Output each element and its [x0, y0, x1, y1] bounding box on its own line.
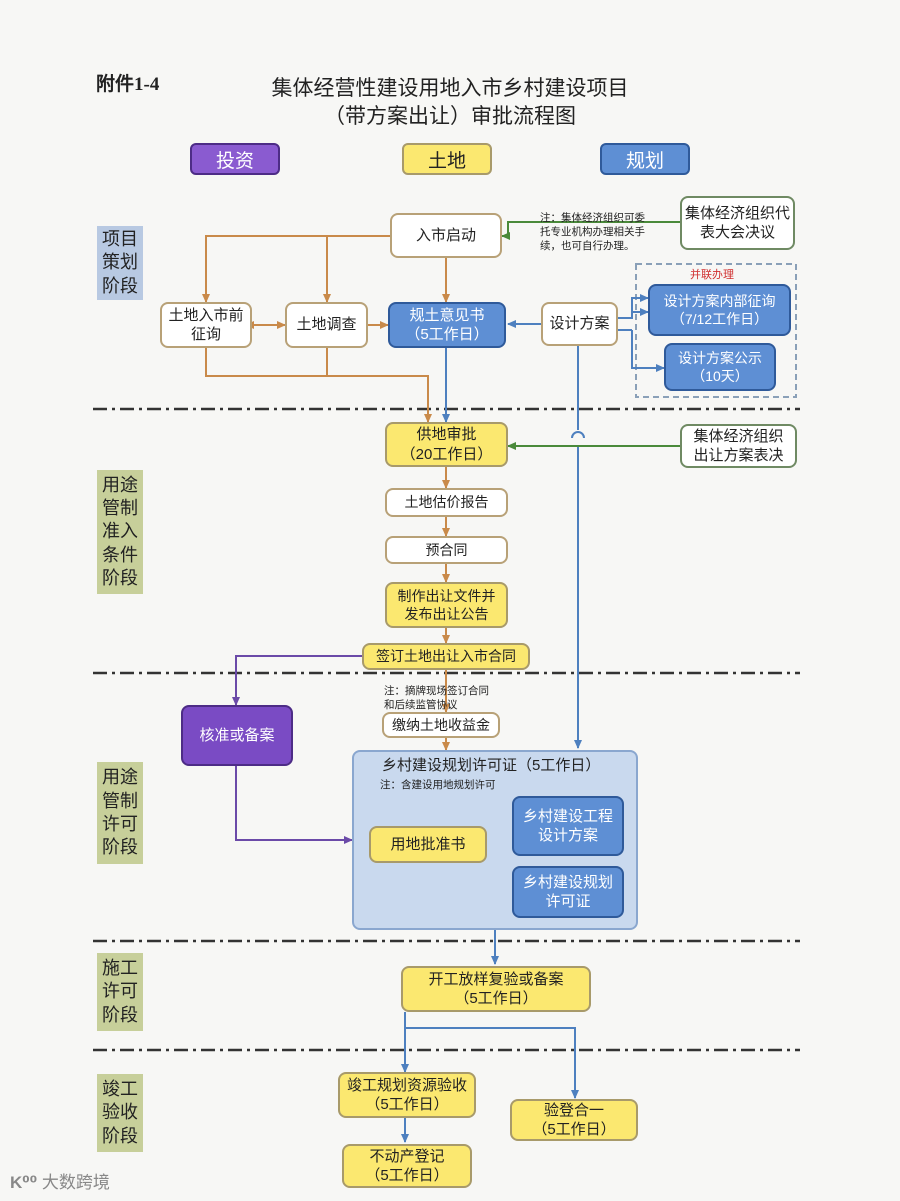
box-approval-or-filing: 核准或备案: [181, 705, 293, 766]
group-title: 乡村建设规划许可证（5工作日）: [382, 757, 601, 774]
box-rural-engineering-design: 乡村建设工程 设计方案: [512, 796, 624, 856]
note-includes-land-use-permit: 注：含建设用地规划许可: [380, 779, 496, 791]
note-contract-site: 注：摘牌现场签订合同 和后续监管协议: [384, 685, 489, 712]
box-sign-contract: 签订土地出让入市合同: [362, 643, 530, 670]
box-collective-rep-resolution: 集体经济组织代 表大会决议: [680, 196, 795, 250]
box-design-internal-consult: 设计方案内部征询 （7/12工作日）: [648, 284, 791, 336]
page-title-line2: （带方案出让）审批流程图: [324, 105, 576, 128]
header-planning: 规划: [600, 143, 690, 175]
page-title-line1: 集体经营性建设用地入市乡村建设项目: [271, 77, 629, 100]
stage-completion: 竣工 验收 阶段: [97, 1074, 143, 1152]
box-design-scheme: 设计方案: [541, 302, 618, 346]
box-design-public-notice: 设计方案公示 （10天）: [664, 343, 776, 391]
stage-permit: 用途 管制 许可 阶段: [97, 762, 143, 864]
box-planning-opinion: 规土意见书 （5工作日）: [388, 302, 506, 348]
box-transfer-docs: 制作出让文件并 发布出让公告: [385, 582, 508, 628]
parallel-group-frame: [635, 263, 797, 398]
header-land: 土地: [402, 143, 492, 175]
stage-construction-permit: 施工 许可 阶段: [97, 953, 143, 1031]
box-construction-start: 开工放样复验或备案 （5工作日）: [401, 966, 591, 1012]
watermark-left: K⁰⁰ 大数跨境: [10, 1172, 110, 1195]
box-rural-planning-permit: 乡村建设规划 许可证: [512, 866, 624, 918]
stage-project-planning: 项目 策划 阶段: [97, 226, 143, 300]
watermark-logo: K⁰⁰: [10, 1173, 42, 1192]
box-land-use-approval: 用地批准书: [369, 826, 487, 863]
box-land-valuation: 土地估价报告: [385, 488, 508, 517]
box-pre-entry-consult: 土地入市前 征询: [160, 302, 252, 348]
box-inspection-registration: 验登合一 （5工作日）: [510, 1099, 638, 1141]
stage-access-conditions: 用途 管制 准入 条件 阶段: [97, 470, 143, 594]
box-land-survey: 土地调查: [285, 302, 368, 348]
box-market-entry-start: 入市启动: [390, 213, 502, 258]
box-transfer-plan-vote: 集体经济组织 出让方案表决: [680, 424, 797, 468]
box-completion-acceptance: 竣工规划资源验收 （5工作日）: [338, 1072, 476, 1118]
box-property-registration: 不动产登记 （5工作日）: [342, 1144, 472, 1188]
attachment-label: 附件1-4: [96, 74, 160, 95]
box-land-supply-approval: 供地审批 （20工作日）: [385, 422, 508, 467]
note-agency: 注：集体经济组织可委 托专业机构办理相关手 续，也可自行办理。: [540, 212, 645, 253]
box-pre-contract: 预合同: [385, 536, 508, 564]
watermark-text: 大数跨境: [41, 1173, 110, 1192]
box-pay-land-revenue: 缴纳土地收益金: [382, 712, 500, 738]
label-parallel: 并联办理: [690, 269, 734, 281]
header-invest: 投资: [190, 143, 280, 175]
